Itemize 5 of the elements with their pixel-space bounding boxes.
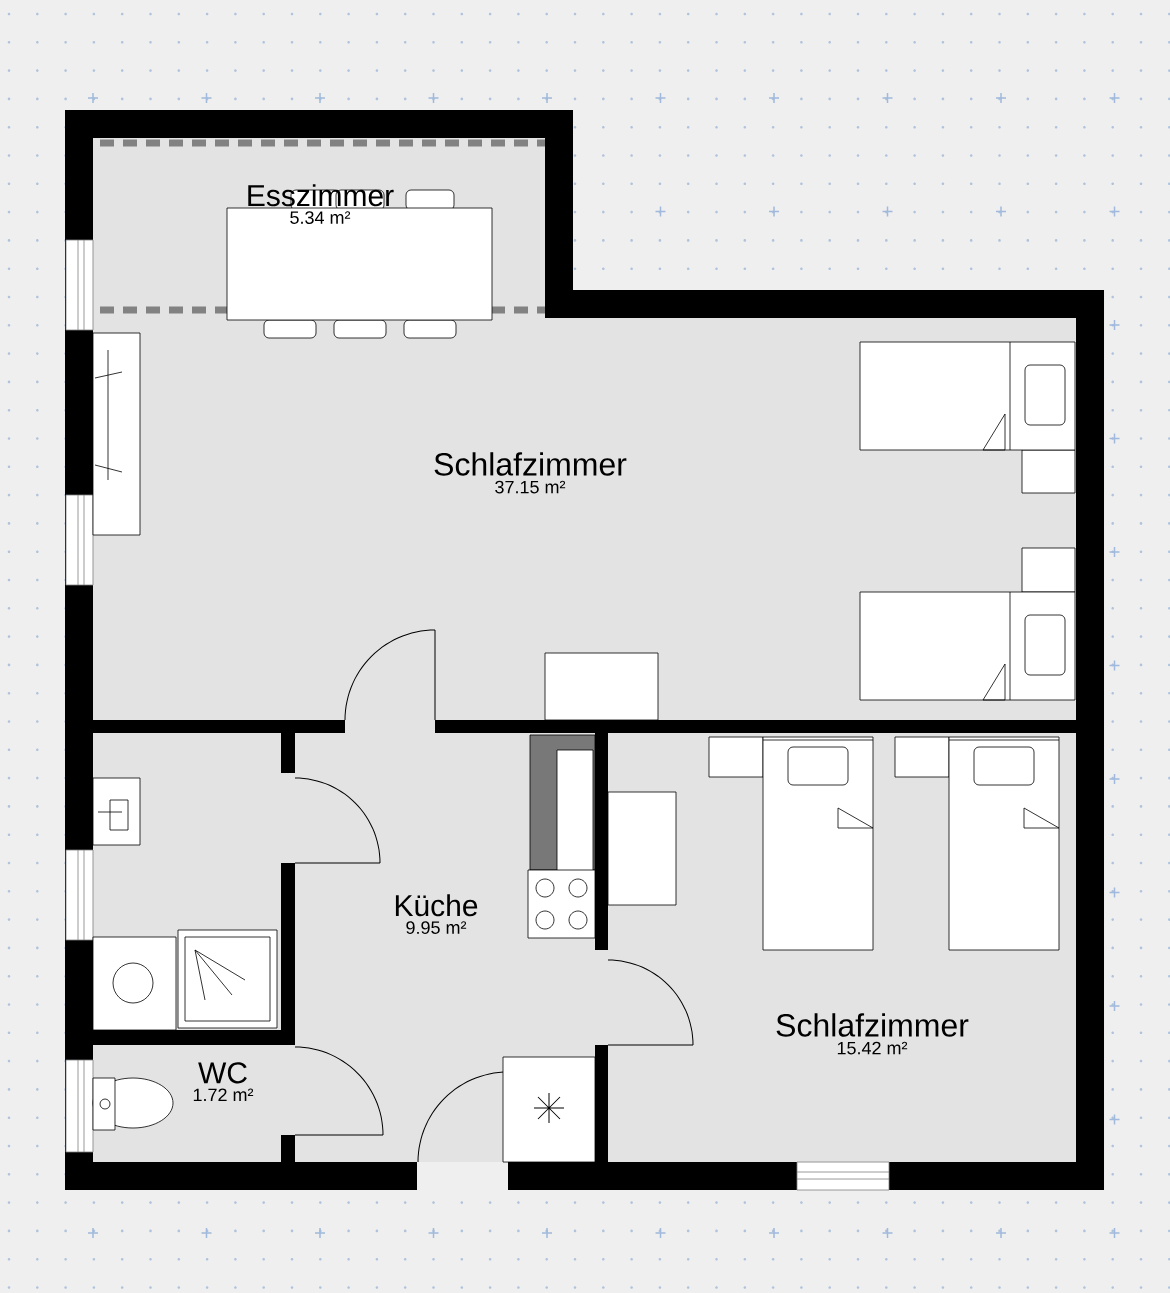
room-label: WC 1.72 m² (193, 1062, 254, 1101)
room-label: Schlafzimmer 15.42 m² (776, 1013, 969, 1055)
room-label: Schlafzimmer 37.15 m² (434, 452, 627, 494)
room-label: Esszimmer 5.34 m² (248, 184, 394, 224)
room-label: Küche 9.95 m² (395, 894, 478, 934)
